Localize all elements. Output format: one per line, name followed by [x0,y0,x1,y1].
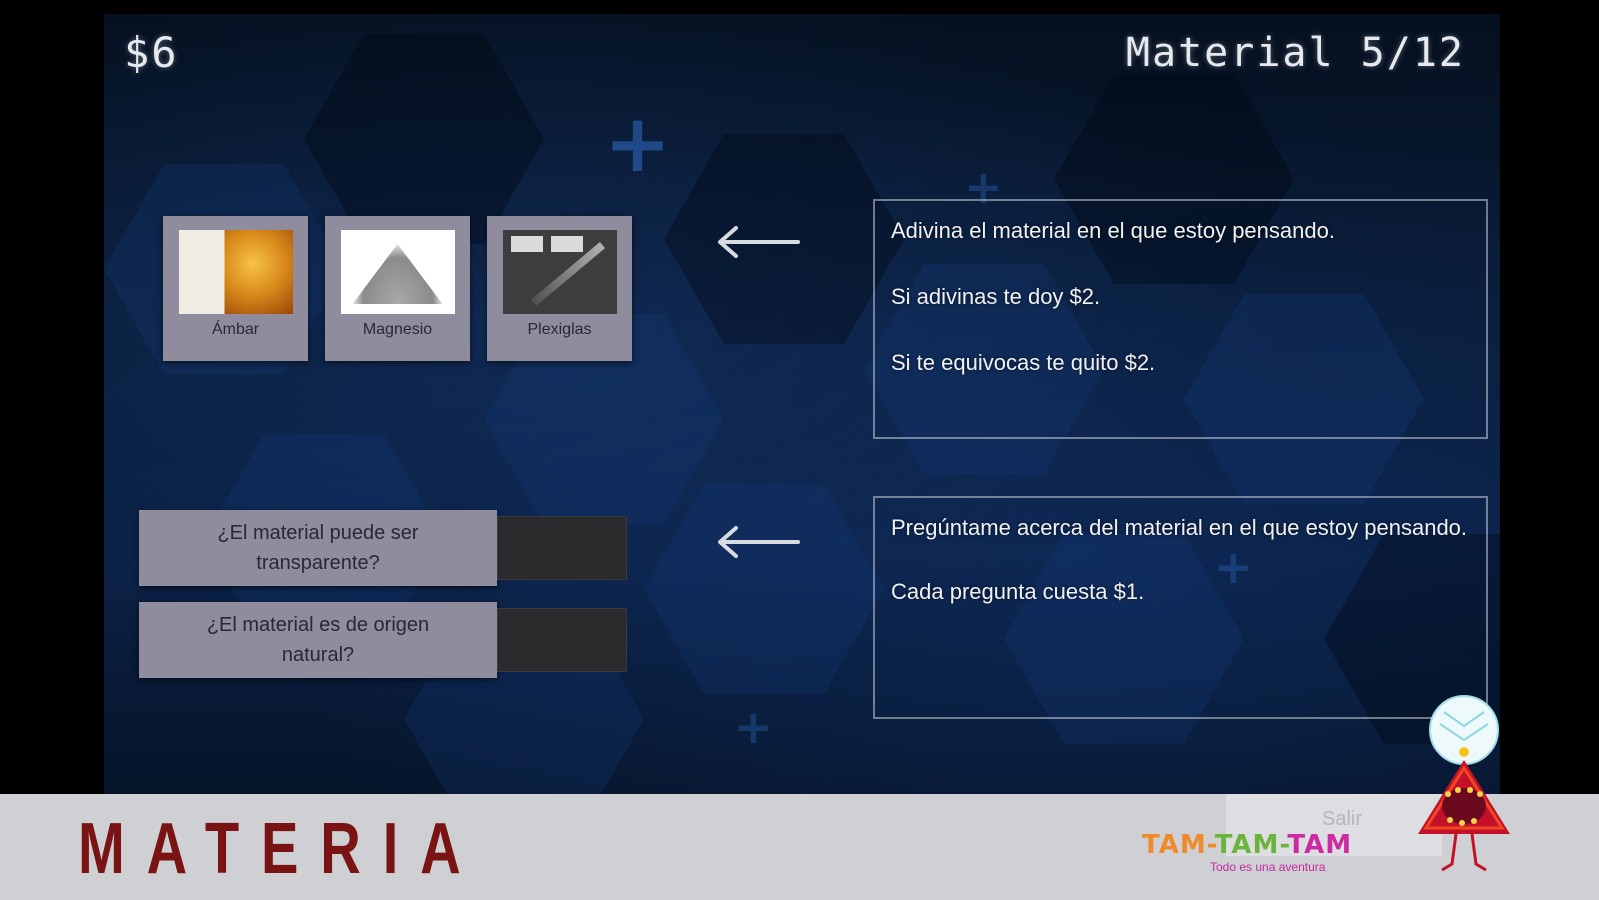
question-instructions-panel: Pregúntame acerca del material en el que… [873,496,1488,719]
plexiglass-image [502,230,617,314]
publisher-tagline: Todo es una aventura [1210,860,1326,874]
material-progress: Material 5/12 [1125,30,1465,76]
amber-image [178,230,293,314]
material-options: Ámbar Magnesio Plexiglas [163,216,632,361]
answer-slot [497,516,627,580]
background-hexagon [1184,294,1424,504]
question-cost: Cada pregunta cuesta $1. [891,578,1145,604]
arrow-left-icon [712,522,802,562]
plus-decoration-icon: + [964,160,1003,214]
arrow-left-icon [712,222,802,262]
magnesium-image [340,230,455,314]
exit-button[interactable]: Salir [1322,808,1363,830]
logo-part: TAM- [1214,830,1288,860]
question-list: ¿El material puede ser transparente? ¿El… [139,510,627,694]
guess-penalty: Si te equivocas te quito $2. [891,349,1156,375]
background-hexagon [304,34,544,244]
background-hexagon [1004,534,1244,744]
plus-decoration-icon: + [1214,540,1253,594]
footer-bar [0,794,1599,900]
material-card-amber[interactable]: Ámbar [163,216,308,361]
question-row: ¿El material es de origen natural? [139,602,627,678]
answer-slot [497,608,627,672]
exit-button-area[interactable] [1226,794,1442,856]
mascot-character-icon [1412,694,1516,874]
material-label: Ámbar [211,321,260,338]
guess-instruction: Adivina el material en el que estoy pens… [891,218,1335,243]
question-button-natural-origin[interactable]: ¿El material es de origen natural? [139,602,497,678]
question-instruction: Pregúntame acerca del material en el que… [891,515,1468,540]
material-card-plexiglass[interactable]: Plexiglas [487,216,632,361]
background-hexagon [644,484,884,694]
logo-part: TAM- [1142,830,1215,860]
game-title: MATERIA [78,809,483,889]
money-counter: $6 [124,28,179,77]
question-button-transparent[interactable]: ¿El material puede ser transparente? [139,510,497,586]
publisher-logo: TAM-TAM-TAM [1142,830,1352,860]
plus-decoration-icon: + [734,700,773,754]
background-hexagon [864,264,1104,474]
material-label: Magnesio [362,321,433,338]
material-label: Plexiglas [527,321,592,338]
question-row: ¿El material puede ser transparente? [139,510,627,586]
guess-reward: Si adivinas te doy $2. [891,283,1101,309]
guess-instructions-panel: Adivina el material en el que estoy pens… [873,199,1488,439]
background-hexagon [664,134,904,344]
plus-decoration-icon: + [604,97,672,190]
material-card-magnesium[interactable]: Magnesio [325,216,470,361]
background-hexagon [1054,74,1294,284]
logo-part: TAM [1287,830,1353,860]
